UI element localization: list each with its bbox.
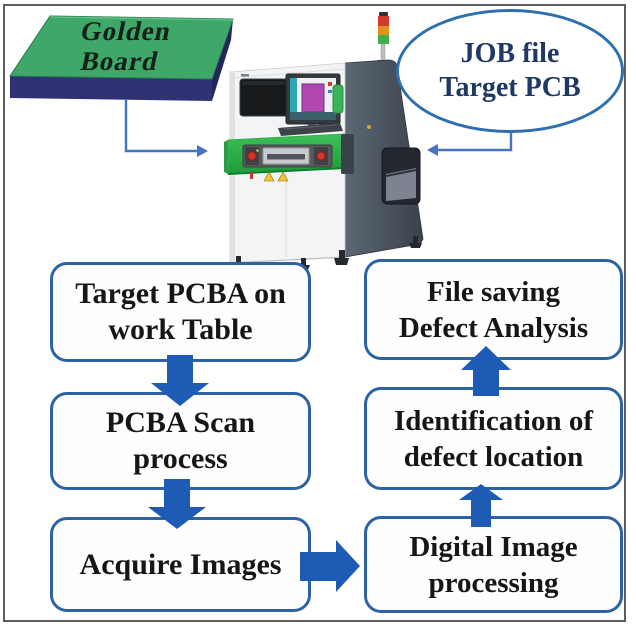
job-file-ellipse: JOB file Target PCB bbox=[396, 9, 624, 133]
flow-box-target-pcba: Target PCBA on work Table bbox=[50, 262, 311, 362]
flow-box-digital-image: Digital Image processing bbox=[364, 516, 623, 613]
aoi-machine-illustration bbox=[224, 12, 424, 270]
flow-box-pcba-scan-line-2: process bbox=[133, 442, 228, 475]
golden-board-front-face bbox=[10, 76, 212, 101]
flow-box-acquire-images-line-1: Acquire Images bbox=[79, 547, 282, 581]
job-file-line-1: JOB file bbox=[460, 38, 560, 69]
band-side-clamp bbox=[341, 134, 354, 174]
signal-tower-icon bbox=[378, 12, 389, 64]
conveyor-band bbox=[224, 133, 354, 175]
golden-board-top-face bbox=[9, 15, 234, 80]
machine-monitor bbox=[278, 73, 343, 136]
flow-box-file-saving: File saving Defect Analysis bbox=[364, 259, 623, 360]
side-opening bbox=[381, 147, 421, 205]
emergency-stop-right bbox=[316, 151, 326, 161]
golden-board-line-1: Golden bbox=[77, 16, 175, 46]
flow-box-pcba-scan-line-1: PCBA Scan bbox=[105, 406, 256, 439]
side-panel-label-dot bbox=[367, 125, 371, 129]
flow-box-digital-image-line-2: processing bbox=[428, 566, 559, 599]
golden-board-line-2: Board bbox=[78, 46, 162, 76]
golden-board-label: Golden Board bbox=[26, 16, 220, 76]
green-handle bbox=[332, 84, 344, 114]
golden-board bbox=[9, 15, 234, 101]
golden-board-side-face bbox=[212, 19, 233, 101]
flow-box-file-saving-line-2: Defect Analysis bbox=[398, 311, 589, 344]
flow-box-identification: Identification of defect location bbox=[364, 387, 623, 490]
flow-box-file-saving-line-1: File saving bbox=[427, 275, 560, 308]
flow-box-acquire-images: Acquire Images bbox=[50, 517, 311, 612]
flow-box-identification-line-1: Identification of bbox=[394, 404, 593, 437]
golden-board-top-highlight bbox=[49, 16, 234, 21]
outer-frame bbox=[3, 4, 626, 622]
keyboard-tray bbox=[278, 123, 343, 136]
warning-labels bbox=[250, 171, 289, 182]
job-file-line-2: Target PCB bbox=[439, 72, 581, 103]
flow-box-digital-image-line-1: Digital Image bbox=[409, 530, 578, 563]
flow-box-pcba-scan: PCBA Scan process bbox=[50, 392, 311, 490]
emergency-stop-left bbox=[247, 151, 257, 161]
flow-box-target-pcba-line-2: work Table bbox=[108, 313, 253, 346]
flow-box-identification-line-2: defect location bbox=[403, 440, 584, 473]
flow-box-target-pcba-line-1: Target PCBA on bbox=[75, 277, 286, 310]
